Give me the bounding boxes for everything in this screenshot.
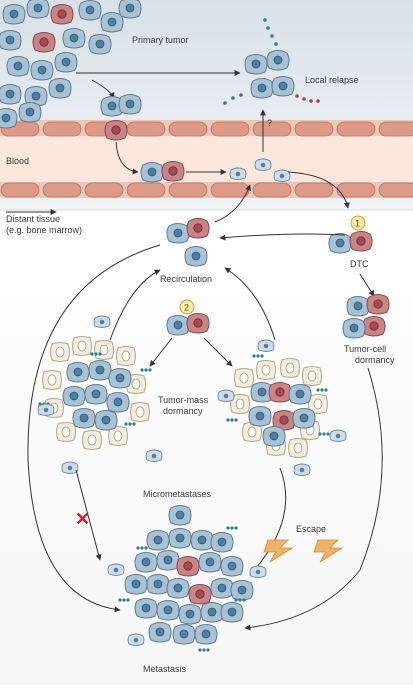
tumor-cell-dormancy-label: Tumor-cell [344, 344, 386, 354]
tumor-mass-dormancy-label-2: dormancy [163, 406, 203, 416]
cycle-arc-right [244, 367, 383, 631]
distant-tissue-label: Distant tissue [6, 214, 60, 224]
distant-tissue-example: (e.g. bone marrow) [6, 225, 82, 235]
svg-text:2: 2 [184, 303, 189, 313]
blood-vessel [0, 120, 413, 198]
tumor-mass-dormancy-label: Tumor-mass [158, 395, 209, 405]
cycle-arc-left [27, 244, 161, 613]
question-mark: ? [267, 118, 272, 128]
step-2-badge: 2 [179, 299, 195, 315]
metastasis-label: Metastasis [143, 664, 187, 674]
step-1-badge: 1 [350, 215, 366, 231]
local-relapse-dots [223, 18, 320, 105]
local-relapse-label: Local relapse [305, 75, 359, 85]
blood-label: Blood [6, 156, 29, 166]
micrometastases-label: Micrometastases [143, 489, 212, 499]
dtc-label: DTC [350, 259, 369, 269]
blocked-x-mark: ✕ [75, 509, 90, 529]
tumor-cell-dormancy-label-2: dormancy [355, 355, 395, 365]
primary-tumor-label: Primary tumor [132, 35, 189, 45]
escape-label: Escape [296, 524, 326, 534]
intravasating-cell [104, 120, 128, 141]
svg-text:1: 1 [355, 219, 360, 229]
recirculation-label: Recirculation [160, 274, 212, 284]
escape-bolt-right [313, 539, 344, 563]
escape-bolt-left [263, 539, 294, 563]
